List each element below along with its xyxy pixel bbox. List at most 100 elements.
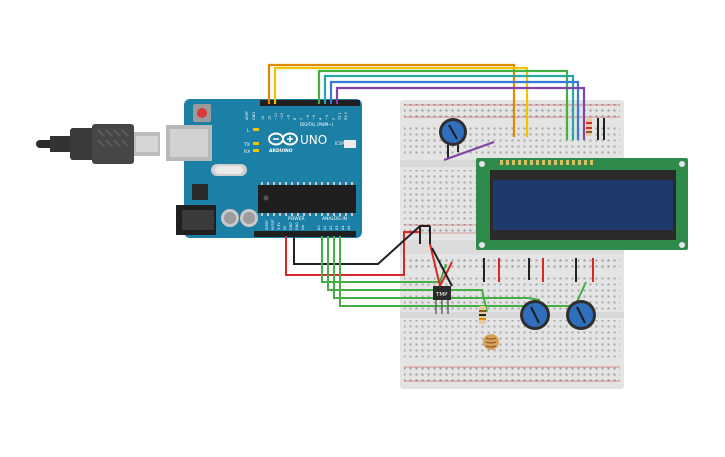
wire-a2 bbox=[333, 236, 541, 301]
wire-a1 bbox=[327, 236, 488, 313]
digital-wires bbox=[267, 63, 586, 140]
lcd-pin[interactable] bbox=[548, 160, 551, 165]
wire-orange bbox=[267, 63, 516, 137]
lcd-pin[interactable] bbox=[524, 160, 527, 165]
brand-label: ARDUINO bbox=[269, 148, 293, 154]
analog-pin-label: A0 bbox=[317, 226, 321, 230]
power-pin-label: GND bbox=[289, 222, 293, 230]
digital-pin-label: ~6 bbox=[306, 115, 310, 120]
lcd-pin[interactable] bbox=[584, 160, 587, 165]
lcd-pin[interactable] bbox=[560, 160, 563, 165]
lcd-pin[interactable] bbox=[512, 160, 515, 165]
arduino-uno-board: L TX RX ICSP UNO ARDUINO DIGITAL (PWM~) … bbox=[166, 99, 362, 238]
led-l-label: L bbox=[247, 128, 250, 134]
rail-jumpers bbox=[419, 226, 431, 244]
analog-label: ANALOG IN bbox=[322, 216, 347, 222]
wire-a3 bbox=[339, 236, 587, 307]
tmp-label: TMP bbox=[435, 292, 448, 298]
pot-legs bbox=[447, 145, 459, 158]
lcd-pin[interactable] bbox=[542, 160, 545, 165]
led-rx-label: RX bbox=[244, 149, 250, 155]
icsp-label: ICSP bbox=[335, 141, 345, 146]
digital-label: DIGITAL (PWM~) bbox=[300, 122, 334, 127]
digital-pin-label: ~3 bbox=[325, 115, 329, 120]
sensor-gnd-wire bbox=[431, 247, 453, 287]
analog-power-wires bbox=[285, 225, 587, 313]
wire-purple-short bbox=[443, 141, 495, 161]
digital-pin-label: 8 bbox=[293, 118, 297, 120]
atmega-chip bbox=[258, 185, 356, 213]
digital-pin-label: 2 bbox=[331, 118, 335, 120]
digital-pin-label: 7 bbox=[299, 118, 303, 120]
digital-pin-label: TX 1 bbox=[338, 112, 342, 121]
power-pin-label: IOREF bbox=[265, 220, 269, 230]
lcd-pin[interactable] bbox=[506, 160, 509, 165]
photoresistor bbox=[483, 334, 499, 350]
wire-yellow bbox=[273, 66, 529, 137]
power-analog-header[interactable] bbox=[254, 231, 356, 237]
led-l bbox=[253, 128, 259, 131]
lcd-pin[interactable] bbox=[590, 160, 593, 165]
digital-pin-label: 13 bbox=[261, 116, 265, 120]
digital-pin-label: 12 bbox=[267, 116, 271, 120]
digital-pin-label: 4 bbox=[319, 118, 323, 120]
lcd-16x2 bbox=[476, 158, 688, 250]
digital-pin-label: ~10 bbox=[280, 113, 284, 120]
lcd-pin[interactable] bbox=[572, 160, 575, 165]
led-rx bbox=[253, 149, 259, 152]
analog-pin-label: A1 bbox=[323, 226, 327, 230]
wire-purple bbox=[335, 86, 586, 140]
aref-label: AREF bbox=[245, 111, 249, 120]
digital-pin-label: ~11 bbox=[274, 113, 278, 120]
analog-pin-label: A2 bbox=[329, 226, 333, 230]
lower-jumpers bbox=[483, 258, 594, 282]
wire-a0 bbox=[321, 236, 447, 283]
voltage-regulator bbox=[192, 184, 208, 200]
model-label: UNO bbox=[300, 133, 327, 147]
lcd-pin[interactable] bbox=[500, 160, 503, 165]
gnd-label: GND bbox=[252, 112, 256, 120]
lcd-pin[interactable] bbox=[518, 160, 521, 165]
contrast-potentiometer[interactable] bbox=[439, 118, 467, 146]
usb-cable bbox=[36, 124, 160, 164]
wire-teal bbox=[323, 74, 575, 140]
led-tx-label: TX bbox=[243, 142, 250, 148]
chip-pins bbox=[261, 182, 353, 216]
lcd-gnd-wires bbox=[597, 118, 605, 140]
arduino-logo bbox=[268, 132, 298, 146]
digital-pin-label: RX 0 bbox=[344, 112, 348, 120]
icsp-header bbox=[344, 140, 356, 148]
lcd-pin-header bbox=[500, 160, 593, 165]
lcd-screen bbox=[493, 180, 673, 230]
digital-pin-label: ~9 bbox=[287, 115, 291, 120]
power-pin-label: Vin bbox=[301, 225, 305, 230]
digital-header[interactable] bbox=[260, 100, 360, 106]
wire-blue bbox=[329, 80, 580, 140]
wire-gnd bbox=[293, 225, 430, 265]
digital-pin-label: ~5 bbox=[312, 115, 316, 120]
resistor-top bbox=[586, 118, 592, 136]
potentiometer-left[interactable] bbox=[520, 300, 550, 330]
lcd-pin[interactable] bbox=[530, 160, 533, 165]
led-tx bbox=[253, 142, 259, 145]
wire-green bbox=[317, 69, 569, 140]
potentiometer-right[interactable] bbox=[566, 300, 596, 330]
power-pin-label: 5V bbox=[283, 225, 287, 230]
power-label: POWER bbox=[288, 216, 305, 222]
power-pin-label: 3.3V bbox=[277, 222, 281, 230]
lcd-pin[interactable] bbox=[566, 160, 569, 165]
analog-pin-label: A4 bbox=[341, 226, 345, 230]
power-pin-label: GND bbox=[295, 222, 299, 230]
lcd-pin[interactable] bbox=[578, 160, 581, 165]
lcd-pin[interactable] bbox=[554, 160, 557, 165]
tmp-sensor: TMP bbox=[433, 286, 451, 314]
analog-pin-label: A5 bbox=[347, 226, 351, 230]
lcd-pin[interactable] bbox=[536, 160, 539, 165]
analog-pin-label: A3 bbox=[335, 226, 339, 230]
resistor-lower bbox=[479, 306, 486, 324]
power-pin-label: RESET bbox=[271, 218, 275, 230]
